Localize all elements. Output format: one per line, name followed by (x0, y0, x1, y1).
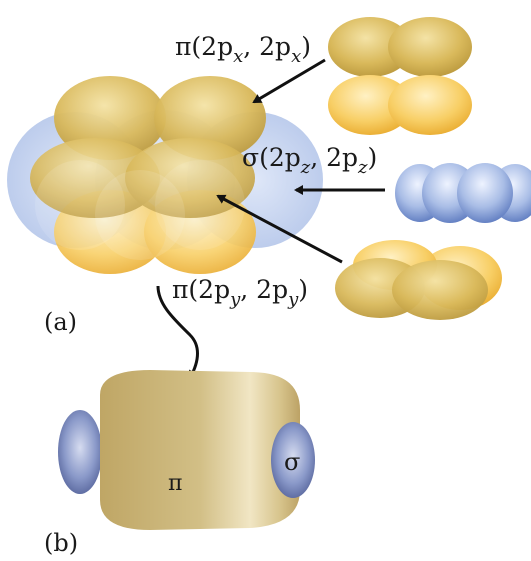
label-pi-2px-2px: π(2px, 2px) (175, 32, 311, 67)
pi-x-top-lobe-right (388, 17, 472, 77)
pi-x-top-lobe-left (328, 17, 412, 77)
arrows (156, 58, 385, 380)
isolated-pi-x-orbital (328, 17, 472, 135)
part-a-label: (a) (44, 308, 77, 336)
isolated-sigma-z-orbital (395, 163, 531, 223)
sigma-cap-right (271, 422, 315, 498)
label-sigma-2pz-2pz: σ(2pz, 2pz) (242, 143, 377, 178)
sigma-symbol-label: σ (284, 448, 300, 476)
arrow-pi-y (216, 194, 343, 264)
arrow-to-part-b (156, 285, 199, 380)
combined-orbital-cloud (7, 76, 323, 274)
arrow-pi-x (252, 58, 326, 104)
isolated-pi-y-orbital (335, 240, 502, 320)
part-b-label: (b) (44, 529, 78, 557)
sigma-z-lobe-3 (457, 163, 513, 223)
sigma-cap-left (58, 410, 102, 494)
overlay-bubble (35, 160, 125, 250)
cylinder-orbital: σ π (58, 370, 315, 530)
pi-symbol-label: π (168, 471, 182, 496)
pi-mid-lobe-left (30, 138, 160, 218)
overlay-bubble (155, 160, 245, 250)
pi-cylinder-body (100, 370, 300, 530)
pi-y-front-lobe-right (392, 260, 488, 320)
label-pi-2py-2py: π(2py, 2py) (172, 275, 308, 310)
pi-x-bottom-lobe-right (388, 75, 472, 135)
pi-x-bottom-lobe-left (328, 75, 412, 135)
overlay-bubble (95, 170, 185, 260)
